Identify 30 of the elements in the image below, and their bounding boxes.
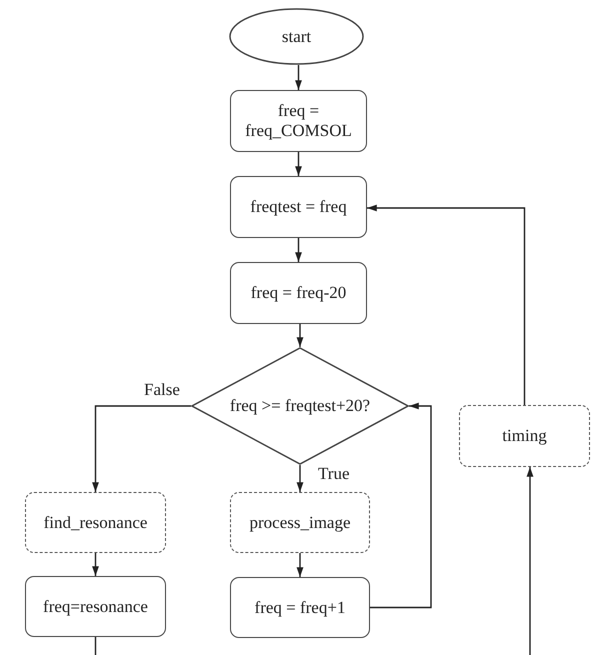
node-text: timing bbox=[502, 426, 547, 446]
node-text: find_resonance bbox=[44, 512, 148, 532]
arrow bbox=[296, 553, 304, 577]
node-text: freq=resonance bbox=[43, 596, 148, 616]
node-text: freq = freq+1 bbox=[254, 598, 346, 618]
arrow bbox=[92, 405, 191, 492]
node-text: start bbox=[282, 26, 312, 46]
arrow bbox=[296, 324, 304, 347]
arrow bbox=[295, 65, 302, 90]
arrow bbox=[370, 402, 432, 608]
arrow bbox=[526, 467, 534, 655]
connector-line bbox=[94, 637, 96, 655]
node-text: process_image bbox=[249, 512, 351, 532]
process-box bbox=[230, 90, 367, 152]
subroutine-box bbox=[25, 492, 166, 553]
arrow bbox=[295, 152, 302, 176]
node-text: freq >= freqtest+20? bbox=[230, 396, 370, 416]
node-text: freq = freq_COMSOL bbox=[244, 101, 353, 141]
process-box bbox=[230, 577, 370, 638]
subroutine-box bbox=[230, 492, 370, 553]
arrow bbox=[92, 553, 99, 576]
node-text: freqtest = freq bbox=[250, 197, 347, 217]
node-text: freq = freq-20 bbox=[250, 283, 346, 303]
process-box bbox=[230, 262, 367, 324]
process-box bbox=[25, 576, 166, 637]
arrow bbox=[295, 238, 302, 262]
subroutine-box bbox=[459, 405, 590, 467]
arrow bbox=[296, 465, 304, 492]
process-box bbox=[230, 176, 367, 238]
arrow bbox=[367, 204, 526, 405]
